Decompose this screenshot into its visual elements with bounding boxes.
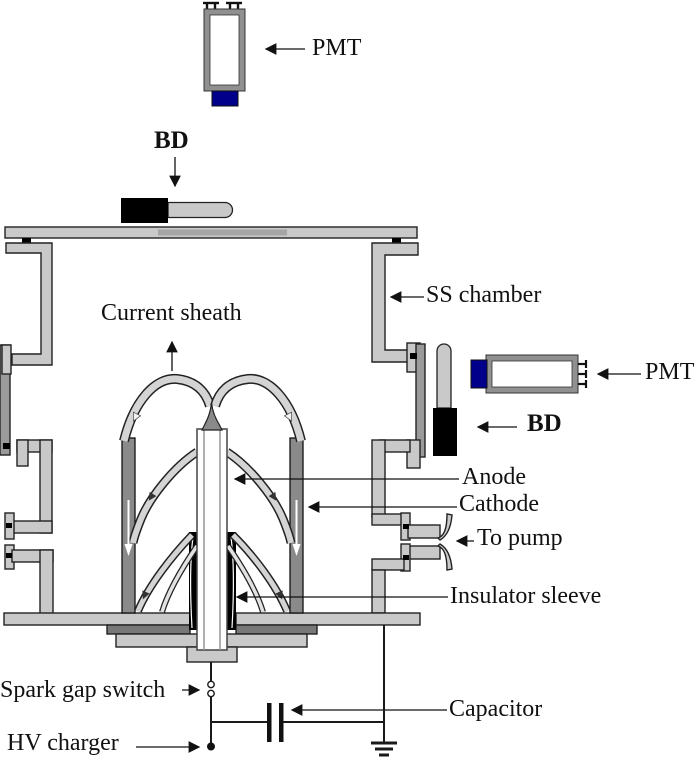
cathode-current-arrows xyxy=(124,500,301,556)
sheath-direction-arrows xyxy=(133,411,292,422)
pmt-photocathode xyxy=(211,90,239,107)
ground-symbol xyxy=(371,741,397,757)
pump-port xyxy=(371,512,453,572)
capacitor-symbol xyxy=(267,703,284,742)
pmt-pins xyxy=(203,1,242,11)
spark-gap-symbol xyxy=(207,680,215,698)
insulator-sleeve-bars xyxy=(189,532,236,630)
current-sheath-label: Current sheath xyxy=(101,300,242,326)
left-upper-flange xyxy=(1,344,12,375)
cathode-plate xyxy=(235,624,318,635)
bottom-plate xyxy=(3,612,191,626)
bd-body xyxy=(121,198,168,223)
bd-body xyxy=(433,408,457,456)
pmt-top xyxy=(203,1,246,107)
pmt-pins xyxy=(578,360,588,388)
bd-probe-tube xyxy=(167,201,234,219)
anode-label: Anode xyxy=(462,464,526,490)
pmt-right-label: PMT xyxy=(645,359,695,385)
bottom-plate xyxy=(235,612,421,626)
discharge-circuit xyxy=(207,625,397,757)
plasma-pinch xyxy=(201,402,223,431)
hv-charger-label: HV charger xyxy=(7,730,119,756)
anode-column xyxy=(196,402,228,651)
bd-probe-tube xyxy=(436,343,452,409)
right-wall-upper xyxy=(371,242,419,363)
cathode-label: Cathode xyxy=(459,491,539,517)
capacitor-label: Capacitor xyxy=(449,696,543,722)
bolt xyxy=(392,238,401,244)
ss-chamber-label: SS chamber xyxy=(426,282,542,308)
hv-terminal-dot xyxy=(207,742,215,751)
spark-gap-switch-label: Spark gap switch xyxy=(0,677,166,703)
insulator-sleeve-label: Insulator sleeve xyxy=(450,583,602,609)
vacuum-chamber xyxy=(0,226,453,663)
bolt xyxy=(22,238,31,244)
bd-right xyxy=(433,343,457,456)
pmt-right xyxy=(470,354,588,394)
label-pointers xyxy=(136,43,641,753)
pmt-top-label: PMT xyxy=(312,35,362,61)
cathode-plate xyxy=(106,624,191,635)
pmt-photocathode xyxy=(470,359,488,389)
to-pump-label: To pump xyxy=(477,525,563,551)
bd-right-label: BD xyxy=(527,410,562,437)
left-wall-upper xyxy=(5,242,53,366)
current-sheath-arcs xyxy=(119,373,306,613)
bd-top xyxy=(121,198,234,223)
bd-top-label: BD xyxy=(154,127,189,154)
